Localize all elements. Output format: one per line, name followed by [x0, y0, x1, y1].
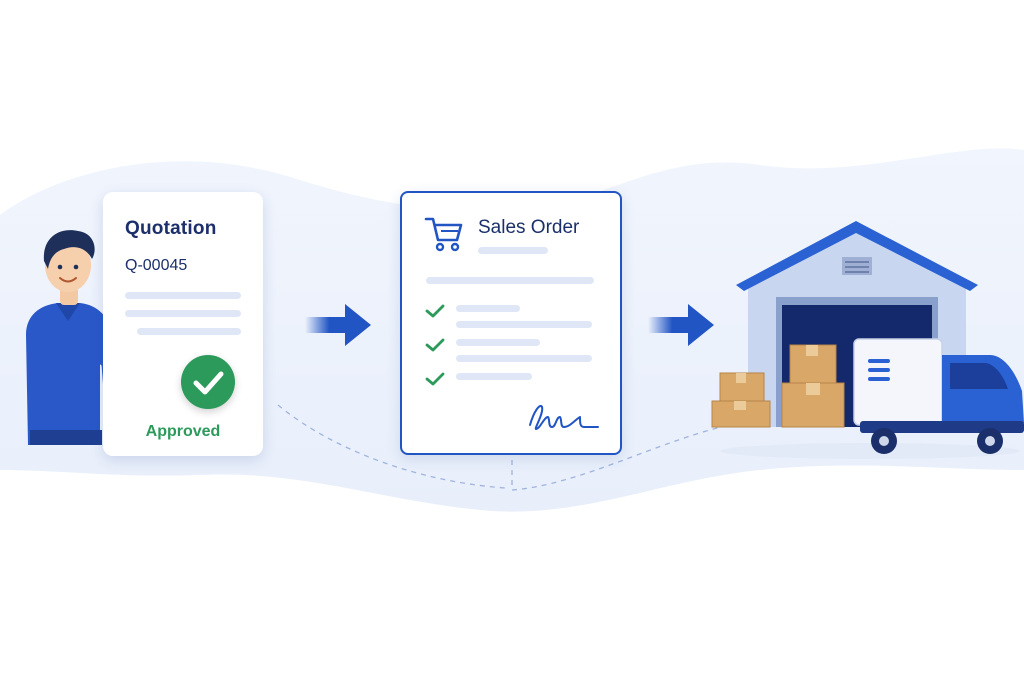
quotation-title: Quotation: [125, 218, 217, 239]
approved-status: Approved: [145, 423, 221, 440]
right-arrow-icon: [305, 304, 371, 346]
text-placeholder-line: [456, 373, 532, 380]
sales-order-card[interactable]: Sales Order: [400, 191, 622, 455]
check-circle-icon: [181, 355, 235, 409]
quotation-number: Q-00045: [125, 257, 188, 274]
shopping-cart-icon: [424, 217, 463, 252]
text-placeholder-line: [456, 339, 540, 346]
text-placeholder-line: [137, 328, 241, 335]
text-placeholder-line: [456, 355, 592, 362]
text-placeholder-line: [456, 321, 592, 328]
quotation-card[interactable]: Quotation Q-00045 Approved: [103, 192, 263, 456]
text-placeholder-line: [478, 247, 548, 254]
sales-order-title: Sales Order: [478, 217, 580, 238]
signature-icon: [529, 405, 599, 430]
checkmark-icon: [425, 304, 445, 318]
text-placeholder-line: [125, 310, 241, 317]
warehouse-icon: [711, 221, 1024, 459]
thumbs-up-person-icon: [26, 230, 120, 445]
dashed-connector-left: [277, 404, 506, 489]
cardboard-boxes-icon: [711, 344, 845, 428]
checkmark-icon: [425, 338, 445, 352]
text-placeholder-line: [456, 305, 520, 312]
delivery-truck-icon: [853, 338, 1024, 454]
checkmark-icon: [425, 372, 445, 386]
text-placeholder-line: [426, 277, 594, 284]
right-arrow-icon: [648, 304, 714, 346]
dashed-connector-right: [511, 424, 731, 491]
text-placeholder-line: [125, 292, 241, 299]
